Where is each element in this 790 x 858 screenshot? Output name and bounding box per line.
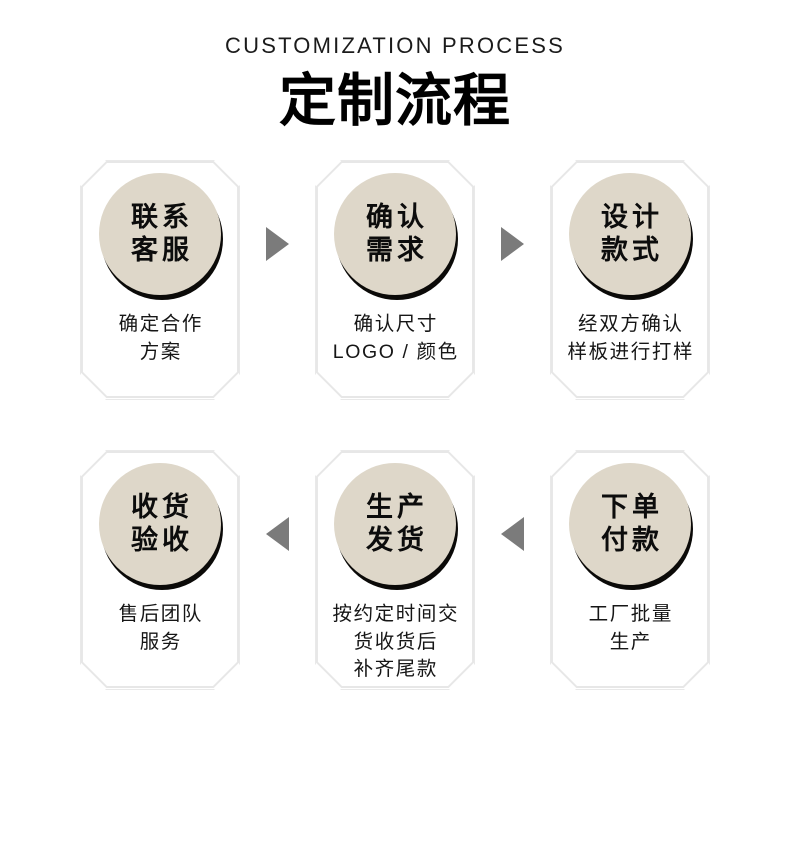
badge-line-2: 需求: [366, 235, 428, 265]
step-badge: 生产 发货: [334, 463, 456, 585]
badge-circle: 生产 发货: [334, 463, 456, 585]
process-flow: 联系 客服 确定合作 方案 确认: [0, 160, 790, 750]
process-step-6[interactable]: 收货 验收 售后团队 服务: [80, 450, 240, 690]
caption-line-1: 按约定时间交: [332, 603, 460, 625]
badge-line-2: 发货: [366, 525, 428, 555]
badge-line-1: 收货: [131, 492, 193, 523]
badge-line-2: 款式: [601, 235, 663, 265]
badge-line-2: 客服: [131, 235, 193, 265]
caption-line-2: LOGO / 颜色: [332, 340, 459, 363]
arrow-gap-1-2: [240, 160, 315, 400]
caption-line-2: 生产: [609, 630, 652, 653]
badge-circle: 联系 客服: [99, 173, 221, 295]
step-caption: 确认尺寸 LOGO / 颜色: [316, 311, 474, 366]
badge-line-1: 设计: [601, 202, 663, 233]
process-step-5[interactable]: 生产 发货 按约定时间交 货收货后 补齐尾款: [315, 450, 475, 690]
step-badge: 确认 需求: [334, 173, 456, 295]
arrow-left-icon: [501, 517, 524, 551]
badge-line-1: 生产: [366, 492, 428, 523]
process-row-top: 联系 客服 确定合作 方案 确认: [0, 160, 790, 517]
caption-line-1: 经双方确认: [578, 313, 684, 335]
process-step-2[interactable]: 确认 需求 确认尺寸 LOGO / 颜色: [315, 160, 475, 400]
step-badge: 收货 验收: [99, 463, 221, 585]
step-badge: 下单 付款: [569, 463, 691, 585]
arrow-gap-2-3: [475, 160, 550, 400]
step-caption: 经双方确认 样板进行打样: [551, 311, 709, 366]
step-caption: 确定合作 方案: [81, 311, 239, 366]
badge-line-1: 确认: [366, 202, 428, 233]
process-step-4[interactable]: 下单 付款 工厂批量 生产: [550, 450, 710, 690]
arrow-right-icon: [501, 227, 524, 261]
caption-line-2: 服务: [139, 630, 182, 653]
process-step-1[interactable]: 联系 客服 确定合作 方案: [80, 160, 240, 400]
step-caption: 工厂批量 生产: [551, 601, 709, 656]
page-eyebrow: CUSTOMIZATION PROCESS: [225, 33, 565, 58]
badge-circle: 设计 款式: [569, 173, 691, 295]
step-caption: 按约定时间交 货收货后 补齐尾款: [316, 601, 474, 684]
process-row-bottom: 收货 验收 售后团队 服务 生产: [0, 450, 790, 750]
caption-line-1: 确定合作: [118, 313, 203, 335]
badge-line-2: 付款: [601, 525, 663, 555]
badge-circle: 收货 验收: [99, 463, 221, 585]
caption-line-3: 补齐尾款: [353, 658, 438, 681]
step-caption: 售后团队 服务: [81, 601, 239, 656]
badge-line-1: 下单: [601, 492, 663, 523]
caption-line-2: 样板进行打样: [567, 340, 695, 363]
arrow-left-icon: [266, 517, 289, 551]
caption-line-1: 工厂批量: [588, 603, 673, 625]
badge-line-2: 验收: [131, 525, 193, 555]
step-badge: 联系 客服: [99, 173, 221, 295]
caption-line-2: 货收货后: [353, 630, 438, 653]
arrow-gap-5-6: [240, 450, 315, 690]
badge-line-1: 联系: [131, 202, 193, 233]
caption-line-1: 售后团队: [118, 603, 203, 625]
page-title: 定制流程: [279, 69, 511, 134]
badge-circle: 下单 付款: [569, 463, 691, 585]
page-header: CUSTOMIZATION PROCESS 定制流程: [0, 0, 790, 134]
arrow-right-icon: [266, 227, 289, 261]
process-step-3[interactable]: 设计 款式 经双方确认 样板进行打样: [550, 160, 710, 400]
arrow-gap-4-5: [475, 450, 550, 690]
step-badge: 设计 款式: [569, 173, 691, 295]
caption-line-2: 方案: [139, 340, 182, 363]
badge-circle: 确认 需求: [334, 173, 456, 295]
caption-line-1: 确认尺寸: [353, 313, 438, 335]
